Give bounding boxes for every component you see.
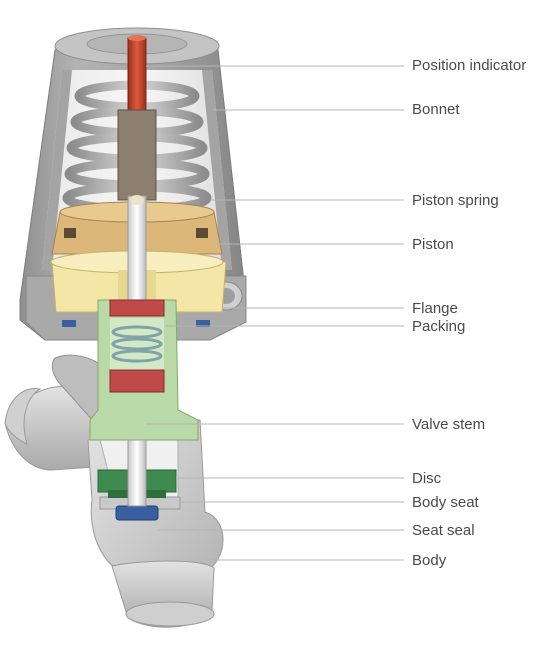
position-indicator <box>127 35 147 121</box>
label-seat-seal: Seat seal <box>412 522 475 539</box>
packing-assembly <box>89 299 199 441</box>
label-body: Body <box>412 552 447 569</box>
label-valve-stem: Valve stem <box>412 416 486 433</box>
label-packing: Packing <box>412 318 466 335</box>
label-piston-spring: Piston spring <box>412 192 499 209</box>
label-disc: Disc <box>412 470 442 487</box>
label-bonnet: Bonnet <box>412 101 460 118</box>
leader-lines <box>146 65 404 561</box>
seat-seal <box>115 505 159 521</box>
label-piston: Piston <box>412 236 454 253</box>
label-flange: Flange <box>412 300 458 317</box>
label-position-indicator: Position indicator <box>412 57 527 74</box>
label-body-seat: Body seat <box>412 494 479 511</box>
